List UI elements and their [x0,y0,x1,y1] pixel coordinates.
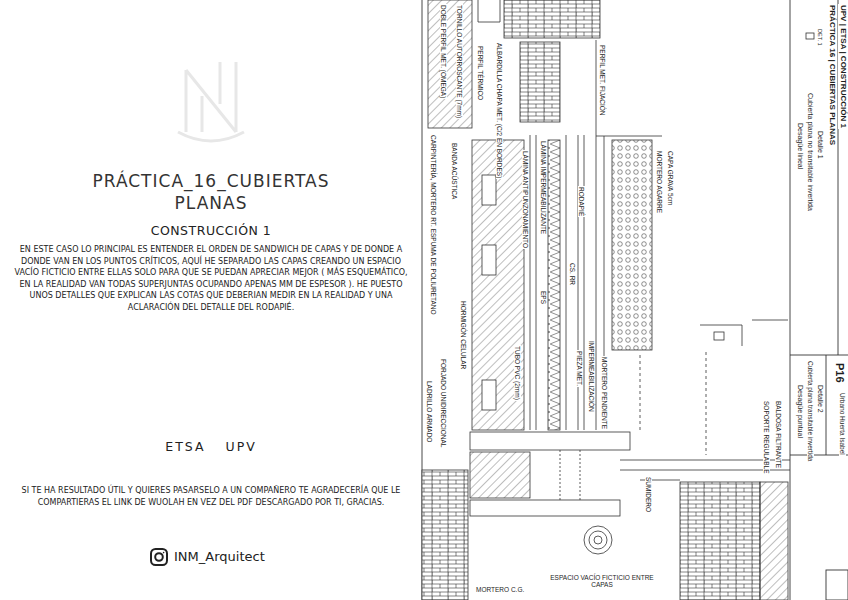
layer-callout: FORJADO UNIDIRECCIONAL [440,358,447,448]
sheet-frame [422,0,848,600]
layer-callout: ALBARDILLA CHAPA MET. (C/2 EN BORDES) [496,42,503,179]
layer-callout: CAPA GRAVA 5cm [667,150,674,206]
title-block-text: Urbano Huerta Isabel [839,392,846,456]
layer-callout: LADRILLO ARMADO [426,380,433,443]
layer-callout: ESPACIO VACÍO FICTICIO ENTRE CAPAS [540,574,664,589]
layer-callout: RODAPIÉ [578,186,585,217]
title-block-text: Detalle 2 [816,384,824,414]
layer-callout: IMPERMEABILIZACIÓN [588,340,595,413]
layer-callout: PERFIL TÉRMICO [477,45,484,101]
layer-callout: LÁMINA ANTIPUNZONAMIENTO [522,150,529,249]
layer-callout: HORMIGÓN CELULAR [460,300,467,370]
title-block-text: P16 [834,362,846,384]
layer-callout: BANDA ACÚSTICA [451,142,458,200]
layer-callout: CS. RR [569,262,576,286]
title-block-text: PRÁCTICA 16 | CUBIERTAS PLANAS [827,4,836,146]
subject-name: CONSTRUCCIÓN 1 [0,223,422,238]
floor-drain-detail [700,33,814,455]
title-block-text: Cubierta plana transitable invertida [807,360,814,462]
layer-callout: BALDOSA FILTRANTE [775,400,782,469]
title-block-text: Detalle 1 [816,130,824,160]
roof-section-detail [422,0,790,600]
layer-callout: PIEZA MET. [576,350,583,387]
title-block-text: UPV | ETSA | CONSTRUCCIÓN 1 [838,4,847,129]
page-title: PRÁCTICA_16_CUBIERTAS PLANAS [56,170,366,214]
layer-callout: MORTERO AGARRE [656,150,663,214]
layer-callout: DET. 1 [817,28,823,47]
layer-callout: PERFIL MET. FIJACIÓN [599,44,606,117]
share-note: SI TE HA RESULTADO ÚTIL Y QUIERES PASARS… [14,485,408,508]
title-block-text: Cubierta plana no transitable invertida [806,92,814,212]
layer-callout: LÁMINA IMPERMEABILIZANTE [540,140,547,235]
layer-callout: SOPORTE REGULABLE [763,400,770,475]
layer-callout: DOBLE PERFIL MET. (OMEGA) [440,4,447,99]
layer-callout: TUBO PVC (2mm) [514,345,521,401]
layer-callout: TORNILLO AUTORROSCANTE (7mm) [456,4,463,119]
watermark-logo [178,62,244,141]
school-name: ETSA UPV [0,439,422,454]
layer-callout: SUMIDERO [645,476,652,513]
title-block-text: Desagüe puntual [796,384,804,439]
intro-note: EN ESTE CASO LO PRINCIPAL ES ENTENDER EL… [14,244,408,313]
title-block-text: Desagüe lineal [796,122,804,170]
instagram-icon [151,549,167,565]
author-handle: INM_Arquitect [174,549,265,564]
layer-callout: EPS [540,290,547,305]
layer-callout: MORTERO C.G. [476,586,524,593]
layer-callout: CARPINTERÍA, MORTERO RT. ESPUMA DE POLIU… [430,134,437,316]
layer-callout: MORTERO PENDIENTE [601,356,608,430]
